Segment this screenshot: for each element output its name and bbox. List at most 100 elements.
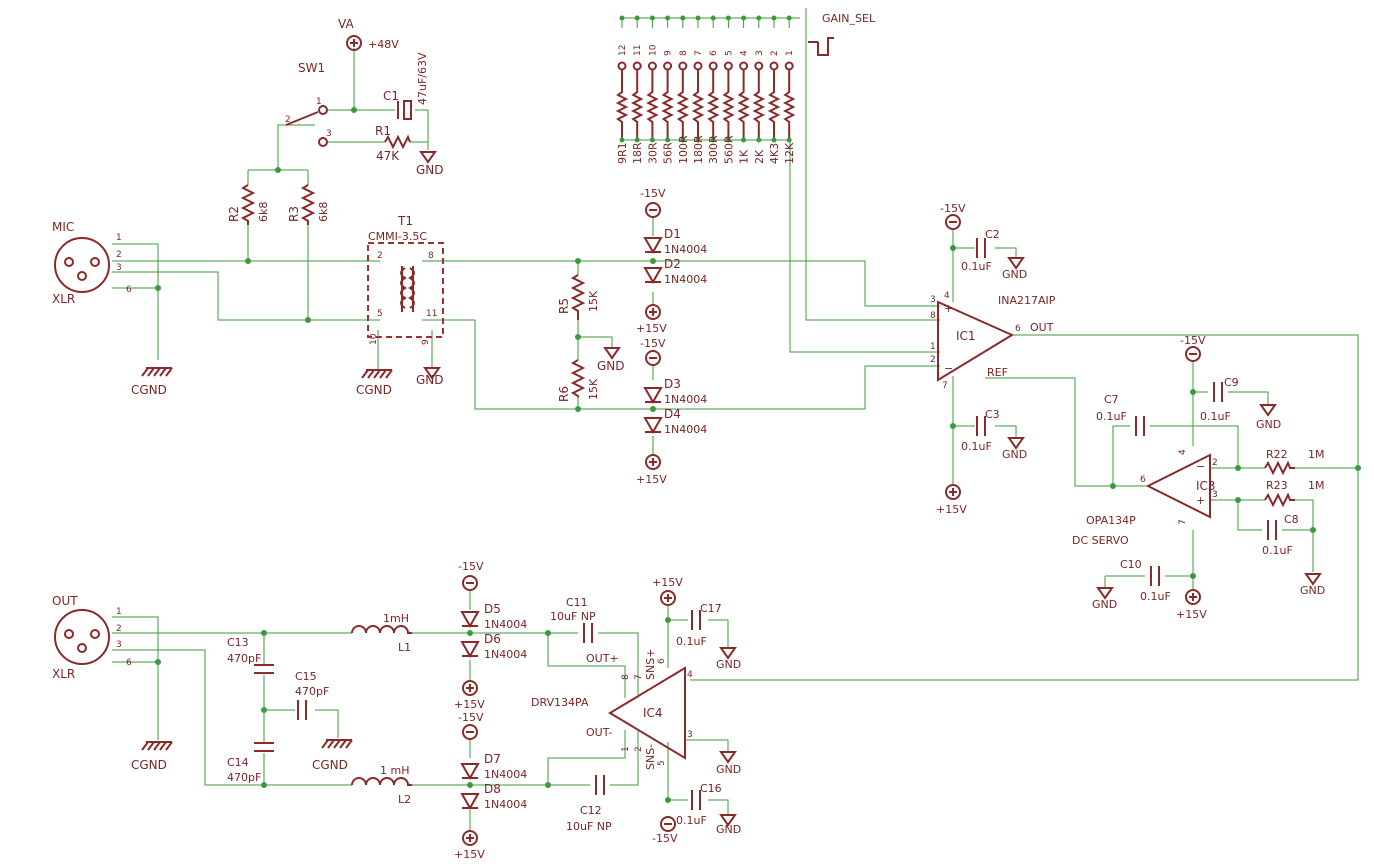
- out-xlr-connector-symbol: [54, 609, 110, 665]
- c11-value: 10uF NP: [550, 610, 596, 623]
- p15v-supply-d8: [462, 830, 478, 846]
- c16-capacitor-symbol: [691, 790, 701, 810]
- r23-label: R23: [1266, 479, 1288, 492]
- m15v-label-d3: -15V: [640, 337, 666, 350]
- d2-label: D2: [664, 257, 681, 271]
- t1-pin11: 11: [426, 309, 437, 319]
- ic4-label: IC4: [643, 706, 663, 720]
- c8-capacitor-symbol: [1267, 520, 1277, 540]
- gnd-symbol-r5: [603, 347, 621, 360]
- ic4-pin8: 8: [621, 674, 631, 680]
- gnd-symbol-c9: [1259, 404, 1277, 417]
- gnd-label-c17: GND: [716, 658, 741, 671]
- cgnd-symbol-mic: [141, 367, 173, 377]
- cgnd-label-c15: CGND: [312, 758, 348, 772]
- c14-label: C14: [227, 756, 249, 769]
- gnd-symbol-ic4: [719, 751, 737, 764]
- gnd-symbol-c17: [719, 647, 737, 660]
- m15v-supply-ic3: [1185, 346, 1201, 362]
- r3-resistor-symbol: [300, 184, 316, 225]
- c15-value: 470pF: [295, 685, 329, 698]
- ic1-pin1: 1: [930, 342, 936, 352]
- c12-label: C12: [580, 804, 602, 817]
- c7-capacitor-symbol: [1135, 416, 1145, 436]
- wires-output: [112, 590, 729, 830]
- gain-pin-label: 12: [618, 45, 628, 56]
- gain-select-bank: 129R11118R1030R956R8100R7180R6300R5560R4…: [615, 15, 796, 164]
- gain-pin-pad: [617, 61, 627, 71]
- p15v-label-d4: +15V: [636, 473, 667, 486]
- m15v-label-ic1: -15V: [940, 202, 966, 215]
- r5-label: R5: [557, 298, 571, 314]
- gnd-symbol-c3: [1007, 437, 1025, 450]
- mic-pin3: 3: [116, 263, 122, 273]
- d2-diode-symbol: [643, 267, 663, 285]
- c12-value: 10uF NP: [566, 820, 612, 833]
- m15v-supply-d3: [645, 350, 661, 366]
- gain-pin-label: 11: [633, 45, 643, 56]
- gnd-label-c16: GND: [716, 823, 741, 836]
- d5-value: 1N4004: [484, 618, 527, 631]
- ic4-pin1: 1: [621, 746, 631, 752]
- c2-label: C2: [985, 228, 1000, 241]
- ic4-pin7: 7: [634, 674, 644, 680]
- c14-capacitor-symbol: [254, 742, 274, 752]
- ic3-pin6: 6: [1140, 475, 1146, 485]
- ic1-pin2: 2: [930, 355, 936, 365]
- c14-value: 470pF: [227, 771, 261, 784]
- t1-label: T1: [397, 214, 413, 228]
- c13-value: 470pF: [227, 652, 261, 665]
- gain-resistor-10: 32K: [752, 15, 766, 164]
- mic-label: MIC: [52, 220, 74, 234]
- ic3-minus: −: [1196, 460, 1205, 473]
- sw1-pin3: 3: [326, 129, 332, 139]
- gnd-symbol-t1: [423, 367, 441, 380]
- cgnd-symbol-out: [141, 741, 173, 751]
- ic4-pin4: 4: [687, 670, 693, 680]
- gain-resistor-9: 41K: [737, 15, 751, 164]
- ic4-outp-label: OUT+: [586, 652, 619, 665]
- cgnd-label-t1: CGND: [356, 383, 392, 397]
- ic1-pin6: 6: [1015, 324, 1021, 334]
- l1-label: L1: [398, 641, 411, 654]
- gain-pin-label: 2: [770, 50, 780, 56]
- wires-input: [112, 8, 1359, 681]
- c16-label: C16: [700, 782, 722, 795]
- d2-value: 1N4004: [664, 273, 707, 286]
- l1-value: 1mH: [383, 612, 409, 625]
- ic4-snsm-label: SNS-: [644, 744, 657, 770]
- c1-label: C1: [383, 89, 399, 103]
- ic1-pin7: 7: [942, 381, 948, 391]
- r22-resistor-symbol: [1264, 460, 1295, 476]
- r1-label: R1: [375, 124, 391, 138]
- p15v-supply-ic3: [1185, 589, 1201, 605]
- ic4-pin2: 2: [634, 746, 644, 752]
- p15v-supply-d4: [645, 454, 661, 470]
- m15v-supply-ic4: [660, 816, 676, 832]
- gnd-label-r5: GND: [597, 359, 625, 373]
- ic4-pin6: 6: [657, 658, 667, 664]
- gain-pin-pad: [693, 61, 703, 71]
- ic3-label: IC3: [1196, 479, 1216, 493]
- gain-pin-label: 6: [709, 50, 719, 56]
- gain-pin-pad: [678, 61, 688, 71]
- gnd-symbol-c2: [1007, 257, 1025, 270]
- m15v-label-d7: -15V: [458, 711, 484, 724]
- gain-pin-label: 8: [679, 50, 689, 56]
- ic1-ref-label: REF: [987, 366, 1008, 379]
- d6-value: 1N4004: [484, 648, 527, 661]
- c11-label: C11: [566, 596, 588, 609]
- out-pin1: 1: [116, 607, 122, 617]
- gain-resistor-value: 56R: [662, 142, 675, 164]
- d4-value: 1N4004: [664, 423, 707, 436]
- p15v-label-d8: +15V: [454, 848, 485, 861]
- ic1-pin4: 4: [944, 291, 950, 301]
- gain-resistor-value: 1K: [738, 149, 751, 164]
- r23-resistor-symbol: [1264, 492, 1295, 508]
- ic3-pin7: 7: [1178, 519, 1188, 525]
- c7-value: 0.1uF: [1096, 410, 1127, 423]
